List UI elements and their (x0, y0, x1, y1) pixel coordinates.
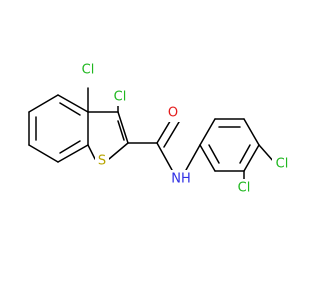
chlorine-label-top-left: Cl (82, 63, 95, 78)
chlorine-label-right: Cl (276, 157, 289, 172)
bond-carbonyl-o-1 (156, 117, 173, 144)
inner-bond-1 (59, 102, 81, 116)
inner-bond-2 (59, 140, 81, 154)
bond-n-aryl (185, 144, 201, 171)
oxygen-label: O (168, 106, 178, 121)
bond-s-c7a (87, 144, 96, 160)
bond-c3a-c7a (57, 144, 89, 163)
sulfur-label: S (98, 154, 106, 169)
bond-carbonyl-o-2 (163, 121, 180, 148)
thiophene-ring (87, 111, 129, 160)
structure-canvas: Cl Cl O S NH Cl Cl (28, 62, 289, 196)
amide-group (127, 117, 201, 171)
bond-aryl-3 (243, 118, 260, 146)
chlorine-label-bottom: Cl (238, 181, 251, 196)
bond-c7a-c7 (28, 144, 59, 163)
bond-c4-aryl-cl (258, 144, 275, 163)
dichlorophenyl-ring (199, 118, 260, 172)
bond-c2-s (108, 142, 129, 160)
bond-c6-c5 (28, 94, 59, 113)
benzene-ring (28, 94, 89, 163)
bond-aryl-4 (243, 144, 260, 172)
bond-c3-c2 (117, 111, 129, 144)
molecule-diagram: Cl Cl O S NH Cl Cl (28, 62, 289, 196)
inner-aryl-3 (208, 144, 220, 164)
bond-carbonyl-n (156, 142, 173, 171)
inner-aryl-2 (239, 144, 251, 164)
bond-c4-c5 (57, 94, 89, 113)
amide-nh-label: NH (171, 172, 191, 187)
bond-aryl-6 (199, 144, 216, 172)
chlorine-label-top-center: Cl (114, 90, 127, 105)
inner-bond-c3-c2 (117, 120, 125, 141)
bond-aryl-1 (199, 118, 216, 146)
